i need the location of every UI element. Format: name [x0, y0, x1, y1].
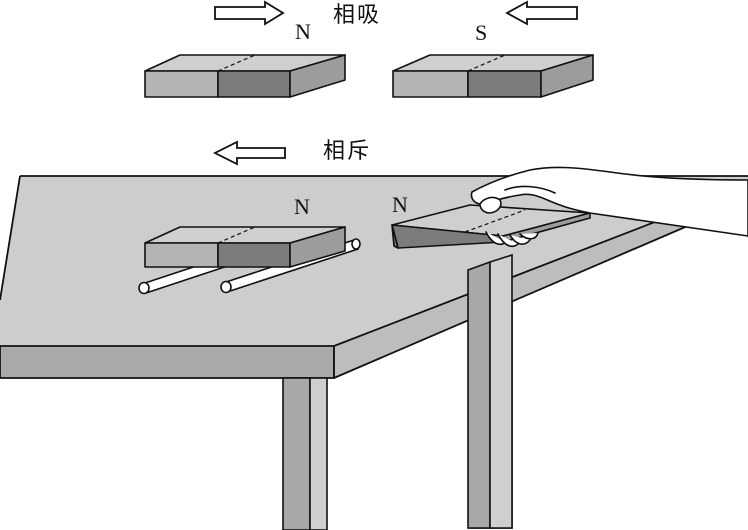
table-right-leg — [467, 253, 513, 529]
table-magnet — [144, 226, 346, 268]
top-right-magnet — [392, 54, 594, 98]
attract-arrow-left — [505, 0, 578, 26]
repel-arrow-left — [212, 140, 286, 166]
table-front-leg — [282, 377, 328, 530]
attract-arrow-right — [214, 0, 285, 26]
hand-magnet-pole-label: N — [392, 192, 408, 217]
top-right-pole-label: S — [475, 20, 488, 45]
table-magnet-pole-label: N — [294, 194, 310, 219]
top-left-magnet — [144, 54, 346, 98]
repel-caption: 相斥 — [323, 139, 372, 164]
hand-illustration — [470, 166, 748, 248]
attract-caption: 相吸 — [333, 3, 382, 28]
top-left-pole-label: N — [295, 19, 311, 44]
